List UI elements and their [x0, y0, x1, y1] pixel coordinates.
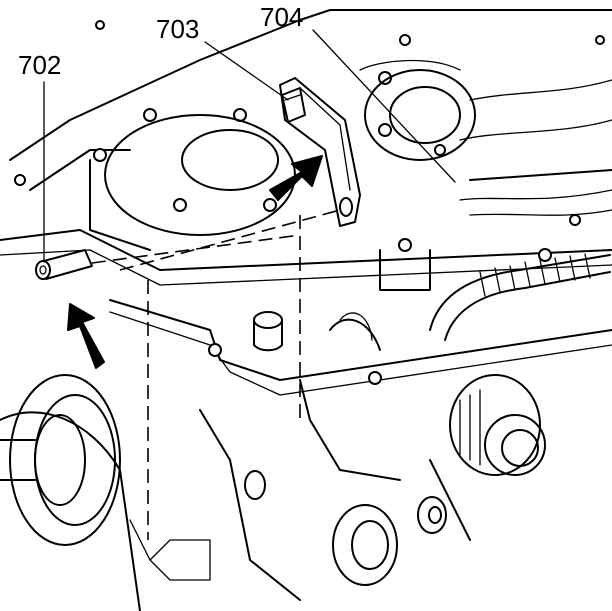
- alignment-lines: [91, 209, 341, 540]
- output-shaft-flange: [0, 374, 121, 546]
- arrow-icon-pin: [67, 303, 105, 369]
- wiring-harness: [329, 253, 611, 351]
- pin-702: [35, 249, 93, 280]
- accumulator-bore: [364, 69, 476, 161]
- bolt-holes: [14, 20, 605, 385]
- transmission-case: [0, 9, 612, 611]
- arrow-icon-bracket: [269, 155, 323, 201]
- boss: [253, 311, 283, 352]
- spline-shaft: [449, 374, 546, 476]
- bracket-704: [279, 77, 361, 227]
- callout-702: 702: [18, 50, 61, 80]
- callout-703: 703: [156, 14, 199, 44]
- fitting-ports: [244, 470, 447, 586]
- servo-bore: [89, 114, 296, 251]
- callout-704: 704: [260, 2, 303, 32]
- leader-lines: [43, 29, 456, 263]
